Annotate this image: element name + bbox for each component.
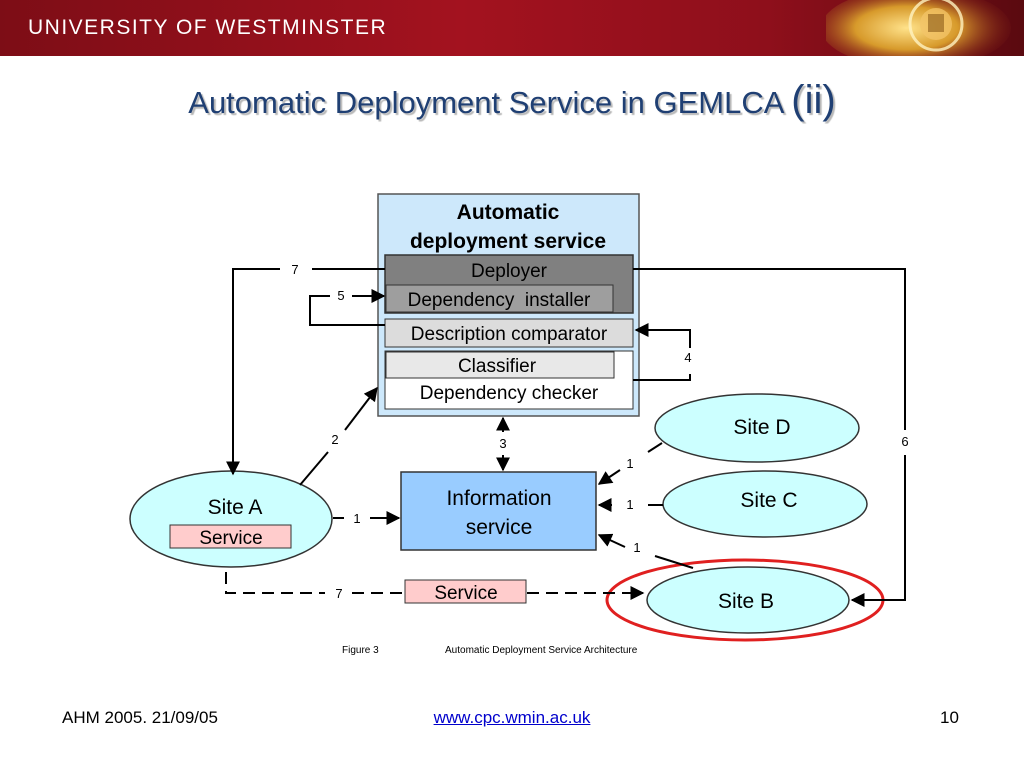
site-a-service-box [169,524,292,549]
site-b-node [646,566,850,634]
step-label-2: 2 [331,432,338,447]
step-label-1-site-a: 1 [353,511,360,526]
figure-caption: Automatic Deployment Service Architectur… [445,645,638,656]
edge-1-site-b-arrow [597,533,626,548]
edge-7-transfer-left [225,572,325,594]
figure-number: Figure 3 [342,645,379,656]
edge-6-deployer-to-site-b [633,268,906,430]
step-label-4: 4 [684,350,691,365]
information-service-box [400,471,597,551]
site-a-node [129,470,333,568]
site-c-label: Site C [740,489,797,512]
edge-1-site-d-arrow [597,469,621,485]
moving-service-label: Service [434,583,497,604]
classifier-box [385,351,615,379]
edge-4-checker-to-comparator [633,374,691,381]
description-comparator-box [384,318,634,348]
site-b-label: Site B [718,590,774,613]
step-label-5: 5 [337,288,344,303]
site-a-label: Site A [208,496,263,519]
step-label-1-site-b: 1 [633,540,640,555]
dependency-checker-label: Dependency checker [420,383,599,404]
classifier-label: Classifier [458,356,537,377]
institution-name: UNIVERSITY OF WESTMINSTER [28,16,388,39]
banner: UNIVERSITY OF WESTMINSTER [0,0,1024,56]
site-d-label: Site D [733,416,790,439]
deployer-label: Deployer [471,261,548,282]
moving-service-box [404,579,527,604]
footer-date: AHM 2005. 21/09/05 [62,708,218,727]
site-d-node [654,393,860,463]
edge-2-upper [344,386,378,431]
step-label-3: 3 [499,436,506,451]
description-comparator-label: Description comparator [411,324,608,345]
site-a-service-label: Service [199,528,262,549]
ads-title-line1: Automatic [457,201,560,224]
step-label-1-site-d: 1 [626,456,633,471]
edge-7-deployer-to-site-a-lead [226,268,280,476]
edge-4-arrow [634,323,691,348]
slide-title-suffix: (ii) [791,78,836,122]
edge-6-arrow [850,455,906,607]
slide-number: 10 [940,708,959,727]
university-crest-icon [826,0,1011,56]
edge-5-to-dependency-installer [309,295,385,326]
information-service-line2: service [466,516,533,539]
dependency-installer-box [385,284,614,313]
ads-title-line2: deployment service [410,230,606,253]
footer-website-link[interactable]: www.cpc.wmin.ac.uk [433,708,591,727]
slide-title-main: Automatic Deployment Service in GEMLCA [188,85,783,120]
information-service-line1: Information [446,487,551,510]
edge-1-site-d [647,442,663,453]
slide-title: Automatic Deployment Service in GEMLCA (… [0,78,1024,123]
edge-2-lower [299,451,329,486]
edge-1-site-b [654,555,694,569]
step-label-6: 6 [901,434,908,449]
dependency-installer-label: Dependency installer [408,290,591,311]
step-label-7-top: 7 [291,262,298,277]
step-label-1-site-c: 1 [626,497,633,512]
step-label-7-bottom: 7 [335,586,342,601]
